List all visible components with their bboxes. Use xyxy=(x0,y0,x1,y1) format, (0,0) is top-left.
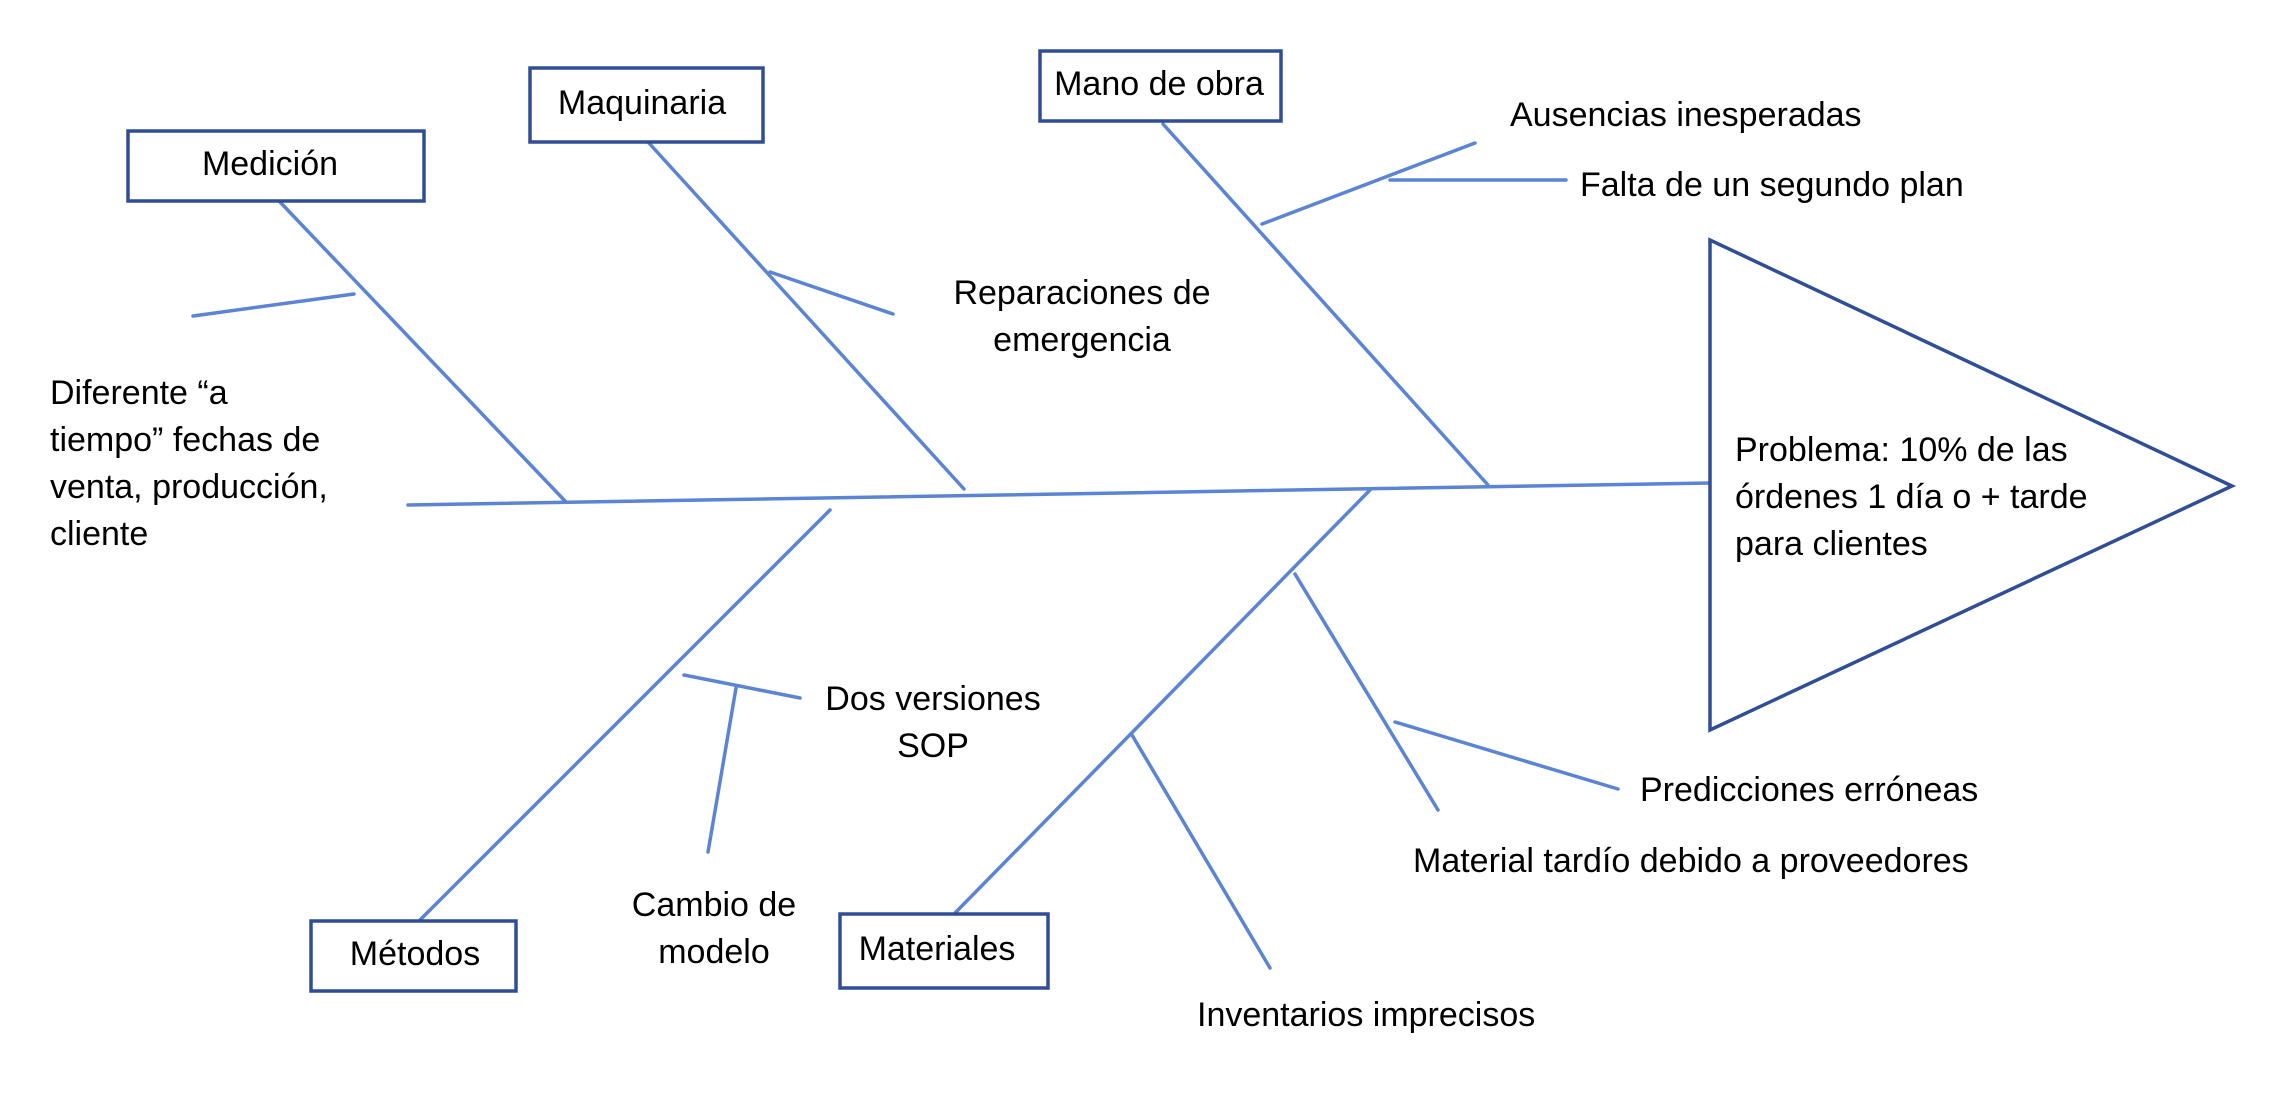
cause-cambio-modelo: modelo xyxy=(658,933,770,971)
category-box-maquinaria xyxy=(528,66,765,144)
minor-bone-reparaciones xyxy=(768,270,895,316)
cause-inventarios: Inventarios imprecisos xyxy=(1197,996,1535,1034)
category-box-mano-de-obra xyxy=(1038,49,1283,123)
category-box-metodos xyxy=(309,919,518,993)
spine xyxy=(406,481,1712,507)
problem-line: órdenes 1 día o + tarde xyxy=(1735,478,2088,516)
category-box-materiales xyxy=(838,912,1050,990)
problem-line: Problema: 10% de las xyxy=(1735,431,2068,469)
cause-predicciones: Predicciones erróneas xyxy=(1640,771,1978,809)
bone-mano-de-obra xyxy=(1161,122,1490,487)
cause-falta-plan: Falta de un segundo plan xyxy=(1580,166,1964,204)
cause-diferente-fechas: Diferente “a xyxy=(50,374,228,412)
bone-metodos xyxy=(418,508,832,922)
category-label-medicion: Medición xyxy=(202,145,338,183)
cause-dos-versiones: SOP xyxy=(897,727,969,765)
category-box-medicion xyxy=(126,129,426,203)
cause-cambio-modelo: Cambio de xyxy=(632,886,796,924)
bone-materiales xyxy=(953,488,1372,915)
category-label-materiales: Materiales xyxy=(859,930,1016,968)
category-label-maquinaria: Maquinaria xyxy=(558,84,726,122)
minor-bone-diferente-fechas xyxy=(191,292,356,318)
cause-diferente-fechas: venta, producción, xyxy=(50,468,328,506)
bone-maquinaria xyxy=(646,140,966,491)
minor-bone-predicciones xyxy=(1393,720,1620,791)
minor-bone-ausencias xyxy=(1260,141,1477,226)
cause-dos-versiones: Dos versiones xyxy=(825,680,1040,718)
category-label-metodos: Métodos xyxy=(350,935,480,973)
cause-diferente-fechas: cliente xyxy=(50,515,148,553)
minor-bone-dos-versiones xyxy=(682,673,802,700)
category-label-mano-de-obra: Mano de obra xyxy=(1054,65,1264,103)
problem-head xyxy=(1708,237,2237,733)
cause-diferente-fechas: tiempo” fechas de xyxy=(50,421,320,459)
bone-medicion xyxy=(278,200,568,504)
cause-reparaciones: emergencia xyxy=(993,321,1171,359)
minor-bone-cambio-modelo xyxy=(706,686,738,854)
minor-bone-material-tardio xyxy=(1293,572,1440,812)
cause-ausencias: Ausencias inesperadas xyxy=(1510,96,1862,134)
minor-bone-inventarios xyxy=(1130,733,1272,970)
cause-reparaciones: Reparaciones de xyxy=(953,274,1210,312)
cause-material-tardio: Material tardío debido a proveedores xyxy=(1413,842,1969,880)
problem-line: para clientes xyxy=(1735,525,1928,563)
